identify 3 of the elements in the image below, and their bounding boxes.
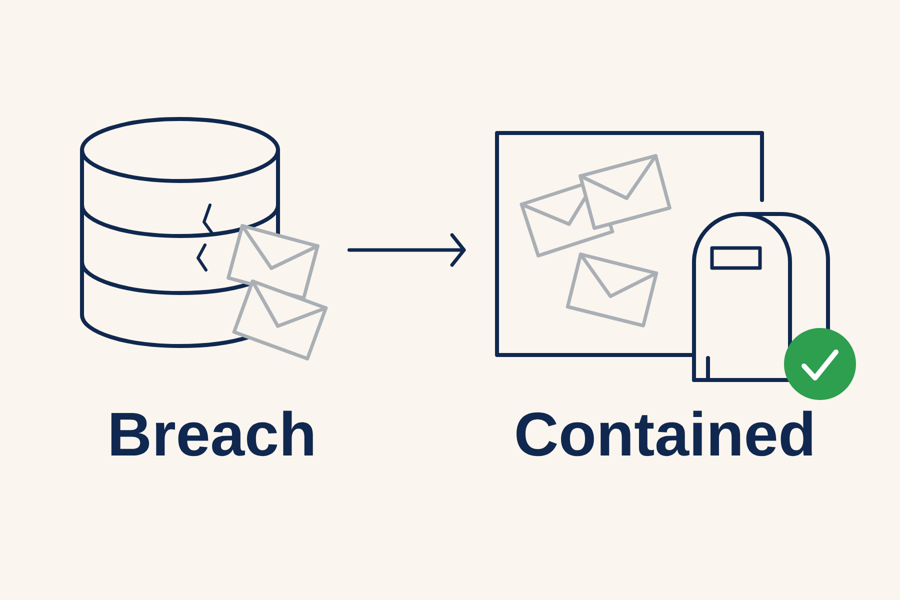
heading: Contained <box>516 410 812 456</box>
heading: Breach <box>111 410 313 456</box>
arrow <box>347 233 466 267</box>
